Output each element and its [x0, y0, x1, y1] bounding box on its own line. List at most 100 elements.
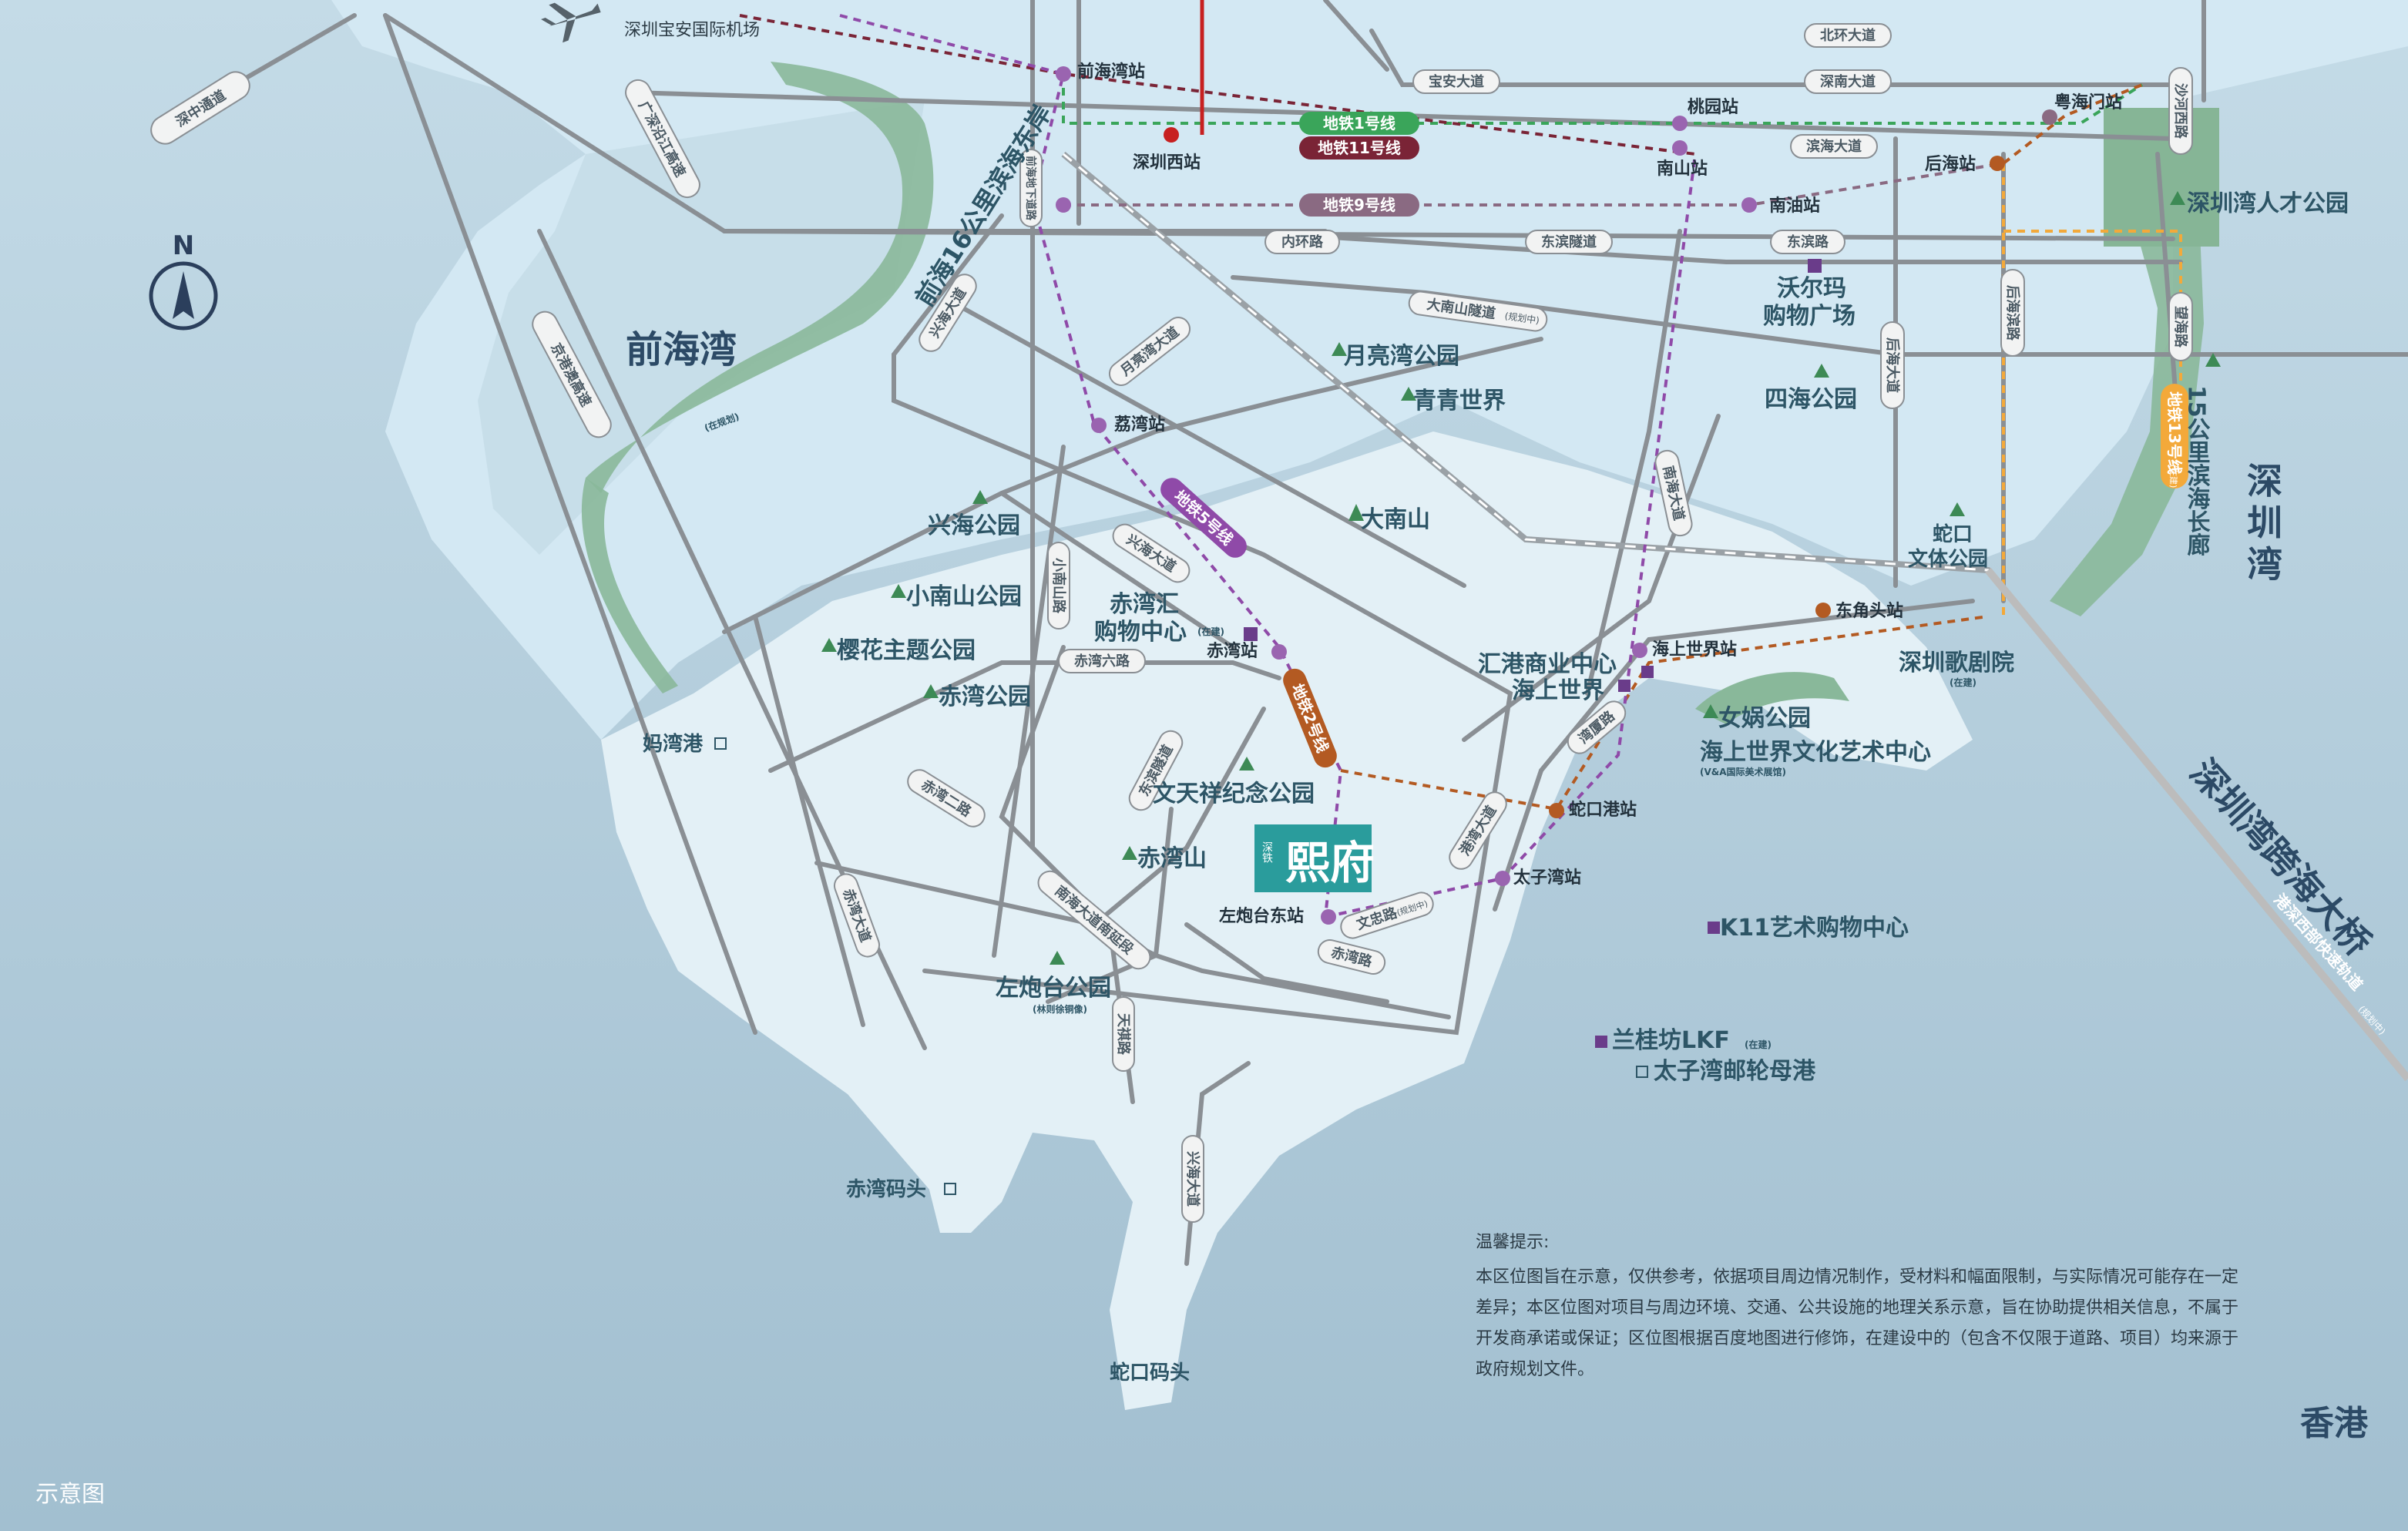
- shop-icon: [1808, 259, 1822, 273]
- station-zuopaotai-east: 左炮台东站: [1219, 906, 1304, 926]
- malls: 沃尔玛 购物广场 赤湾汇 购物中心 (在建) 汇港商业中心 海上世界 K11艺术…: [1094, 259, 2014, 1054]
- station-shekougang: 蛇口港站: [1569, 800, 1637, 820]
- metro-line13-tag: (在建): [2168, 465, 2179, 489]
- tree-icons: [821, 191, 2221, 965]
- mall-walmart: 沃尔玛 购物广场: [1763, 275, 1856, 330]
- metro-line13-label: 地铁13号线: [2165, 391, 2184, 475]
- tree-icon: [1950, 502, 1965, 516]
- road-baoan: 宝安大道: [1429, 73, 1484, 90]
- compass-letter: N: [173, 230, 194, 261]
- mall-chiwanhui: 赤湾汇 购物中心: [1094, 591, 1187, 646]
- project-small-left: 深铁: [1261, 841, 1273, 863]
- station-chiwan: 赤湾站: [1207, 641, 1258, 661]
- road-chiwan6: 赤湾六路: [1074, 653, 1130, 670]
- shop-icon: [1244, 627, 1258, 641]
- road-houhai-bin: 后海滨路: [2004, 285, 2021, 341]
- mall-opera: 深圳歌剧院: [1899, 650, 2014, 677]
- qianhai-bay-water: [478, 100, 925, 555]
- port-cruise: 太子湾邮轮母港: [1654, 1058, 1816, 1085]
- metro-line1-label: 地铁1号线: [1323, 114, 1395, 133]
- tree-icon: [1122, 846, 1137, 860]
- park-yueliangwan: 月亮湾公园: [1344, 343, 1459, 370]
- park-nvwa: 女娲公园: [1718, 705, 1811, 732]
- nvwa-green: [1695, 672, 1849, 724]
- mall-lkf: 兰桂坊LKF: [1612, 1027, 1730, 1054]
- park-zuopaotai-tag: (林则徐铜像): [1033, 1003, 1087, 1015]
- road-wanghai: 望海路: [2172, 306, 2189, 348]
- mall-opera-tag: (在建): [1950, 677, 1976, 688]
- park-binhai-corridor: 15公里滨海长廊: [2183, 385, 2211, 557]
- shop-icon: [1595, 1036, 1607, 1048]
- port-icon: [714, 737, 727, 750]
- tree-icon: [1239, 757, 1254, 771]
- shop-icon: [1618, 680, 1631, 692]
- station-qianhaiwan: 前海湾站: [1077, 62, 1145, 82]
- tree-icon: [1703, 704, 1718, 718]
- road-dongbin-rd: 东滨路: [1787, 233, 1829, 250]
- park-qingqing: 青青世界: [1413, 388, 1506, 415]
- park-zuopaotai: 左炮台公园: [996, 975, 1111, 1002]
- park-talent: 深圳湾人才公园: [2187, 190, 2349, 217]
- shenzhen-bay-label-text: 深圳湾: [2242, 462, 2283, 587]
- road-tianqi: 天祺路: [1115, 1013, 1132, 1056]
- bridge: [1985, 567, 2408, 1082]
- mall-lkf-tag: (在建): [1745, 1039, 1772, 1050]
- tree-icon: [891, 584, 906, 598]
- airplane-icon: [541, 2, 601, 43]
- station-shenzhenxi: 深圳西站: [1133, 153, 1201, 173]
- station-haishangshijie: 海上世界站: [1652, 640, 1737, 660]
- road-dongbin: 东滨隧道: [1541, 233, 1597, 250]
- port-icon: [944, 1183, 956, 1195]
- mall-chiwanhui-tag: (在建): [1197, 626, 1224, 637]
- road-xiaonanshan: 小南山路: [1050, 558, 1067, 614]
- park-chiwan: 赤湾公园: [939, 683, 1031, 710]
- road-shahexi: 沙河西路: [2172, 83, 2189, 139]
- station-dongjiaotou: 东角头站: [1835, 601, 1903, 621]
- station-nanyou: 南油站: [1769, 196, 1820, 216]
- park-dananshan: 大南山: [1361, 506, 1430, 533]
- tree-icon: [1332, 342, 1347, 356]
- tree-icon: [2170, 191, 2185, 205]
- ports: 妈湾港 赤湾码头 蛇口码头 太子湾邮轮母港: [643, 732, 1816, 1385]
- station-yuehaimen: 粤海门站: [2054, 92, 2122, 112]
- mall-culture-center: 海上世界文化艺术中心: [1700, 739, 1931, 766]
- disclaimer-title: 温馨提示:: [1476, 1233, 1550, 1252]
- park-chiwanshan: 赤湾山: [1137, 845, 1207, 872]
- diagram-note: 示意图: [35, 1481, 105, 1508]
- railway-dash: [1063, 153, 2408, 1079]
- park-wentianxiang: 文天祥纪念公园: [1153, 781, 1315, 807]
- shop-icon: [1708, 922, 1720, 934]
- station-liwan: 荔湾站: [1114, 415, 1165, 435]
- tree-icon: [821, 638, 837, 652]
- qianhai-green-belt-west: [581, 478, 678, 693]
- tree-icon: [1050, 951, 1065, 965]
- compass-icon: [149, 261, 218, 331]
- metro-line9-label: 地铁9号线: [1323, 196, 1395, 214]
- tree-icon: [1814, 364, 1829, 378]
- mall-walmart-line2: 购物广场: [1763, 303, 1856, 330]
- hongkong-label: 香港: [2300, 1404, 2369, 1443]
- station-nanshan: 南山站: [1657, 159, 1708, 179]
- park-yinghua: 樱花主题公园: [837, 637, 976, 664]
- tree-icon: [1348, 504, 1364, 521]
- tree-icon: [1401, 387, 1416, 401]
- park-xiaonanshan: 小南山公园: [906, 583, 1022, 610]
- chiwan-pier: [909, 909, 971, 1233]
- port-shekou-pier: 蛇口码头: [1110, 1361, 1190, 1385]
- project-badge-bg: [1254, 824, 1372, 892]
- road-xinghai-south: 兴海大道: [1184, 1151, 1201, 1207]
- mall-culture-center-tag: (V&A国际美术展馆): [1700, 766, 1786, 777]
- tree-icon: [923, 684, 939, 698]
- road-shennan: 深南大道: [1820, 73, 1876, 90]
- shop-icon: [1641, 666, 1654, 678]
- park-xinghai: 兴海公园: [928, 512, 1020, 539]
- shenzhen-bay-label: 深圳湾: [2242, 462, 2283, 587]
- qianhai-green-belt: [586, 62, 934, 493]
- disclaimer-body: 本区位图旨在示意，仅供参考，依据项目周边情况制作，受材料和幅面限制，与实际情况可…: [1476, 1267, 2239, 1379]
- mall-k11: K11艺术购物中心: [1720, 915, 1909, 942]
- park-shekou-culture-line2: 文体公园: [1908, 547, 1988, 571]
- park-shekou-culture: 蛇口 文体公园: [1908, 522, 1988, 571]
- park-sihai: 四海公园: [1765, 386, 1857, 413]
- road-houhai-ave: 后海大道: [1884, 337, 1901, 393]
